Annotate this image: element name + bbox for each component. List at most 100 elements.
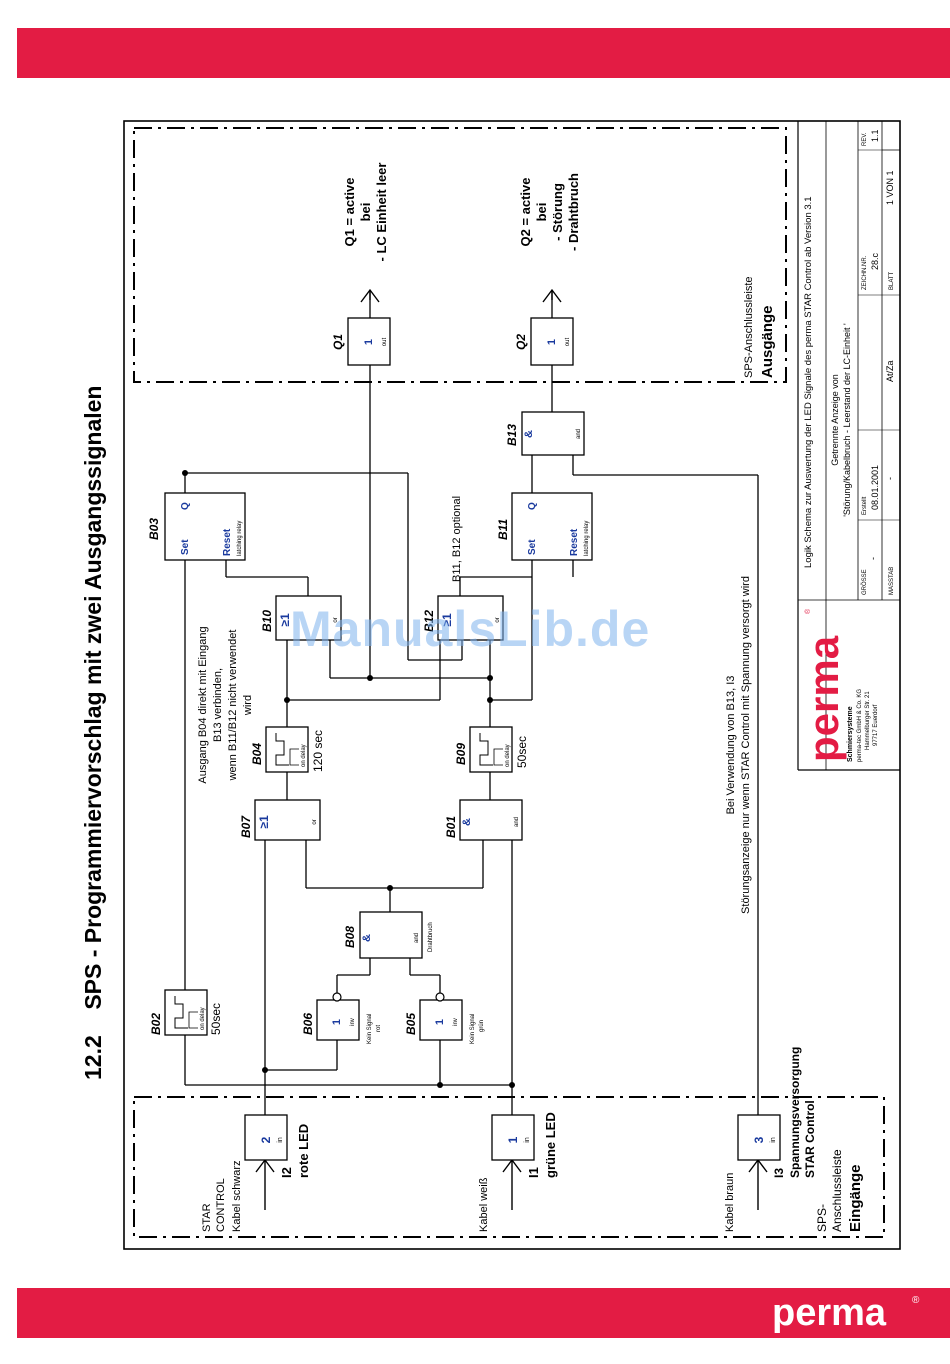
b04-time: 120 sec xyxy=(311,730,325,772)
b09-time: 50sec xyxy=(515,736,529,768)
b05-note-2: grün xyxy=(479,1020,485,1032)
tb-masstab-value: - xyxy=(885,477,895,480)
footer-logo-text: perma xyxy=(772,1292,887,1334)
output-block-q2: 1 out Q2 xyxy=(514,317,574,366)
b01-type: and xyxy=(514,817,520,827)
b02-time: 50sec xyxy=(209,1003,223,1035)
tb-company-2: perma-tec GmbH & Co. KG xyxy=(857,689,863,762)
b12-sym: ≥1 xyxy=(440,613,454,627)
b13-sym: & xyxy=(523,430,535,438)
star-control-label-2: CONTROL xyxy=(215,1178,227,1232)
input-arrows xyxy=(255,1158,768,1210)
inputs-panel-title-2: Anschlussleiste xyxy=(830,1149,844,1232)
b03-set: Set xyxy=(180,539,191,555)
output-arrows xyxy=(360,288,562,303)
tb-sub-2: 'Störung/Kabelbruch - Leerstand der LC-E… xyxy=(842,323,852,517)
b07-type: or xyxy=(312,819,318,824)
b05-note-1: Kein Signal xyxy=(470,1014,476,1044)
tb-company-3: Hammelburger Str. 21 xyxy=(865,691,871,750)
block-b03: Set Q Reset latching relay B03 xyxy=(147,492,246,561)
b10-sym: ≥1 xyxy=(278,613,292,627)
q2-out-text: out xyxy=(565,337,571,346)
b11-set: Set xyxy=(527,539,538,555)
tb-blatt-value: 1 VON 1 xyxy=(885,170,895,205)
i1-id: I1 xyxy=(526,1167,541,1178)
q1-desc-3: - LC Einheit leer xyxy=(374,163,389,262)
i2-in-text: in xyxy=(277,1137,284,1143)
b06-type: inv xyxy=(350,1018,356,1026)
b09-type: on delay xyxy=(505,744,511,767)
q1-num: 1 xyxy=(363,339,375,345)
block-b13: & and B13 xyxy=(505,411,585,456)
b08-type: and xyxy=(414,933,420,943)
wiring xyxy=(184,290,759,1115)
inputs-panel-title-1: SPS- xyxy=(815,1204,829,1232)
b13-id: B13 xyxy=(505,424,519,446)
block-b08: & and B08 Drahtbruch xyxy=(343,911,434,959)
i2-number: 2 xyxy=(259,1136,273,1143)
top-red-band xyxy=(17,28,950,78)
b05-id: B05 xyxy=(404,1013,418,1035)
input-block-i3: 3 in xyxy=(737,1114,781,1161)
q2-num: 1 xyxy=(546,339,558,345)
star-control-label-1: STAR xyxy=(201,1203,213,1232)
title-block: Logik Schema zur Auswertung der LED Sign… xyxy=(800,129,895,762)
tb-erstellt-value: 08.01.2001 xyxy=(870,465,880,510)
i2-id: I2 xyxy=(279,1167,294,1178)
input-block-i1: 1 in xyxy=(491,1114,535,1161)
company-logo-rotated: perma ® xyxy=(800,608,847,762)
block-b09: on delay B09 50sec xyxy=(454,726,529,773)
b11-type: latching relay xyxy=(584,521,590,556)
b10-type: or xyxy=(333,617,339,622)
q2-desc-3: - Störung xyxy=(550,183,565,241)
b06-note-1: Kein Signal xyxy=(367,1014,373,1044)
tb-logo-registered: ® xyxy=(804,608,812,614)
cable-white-label: Kabel weiß xyxy=(478,1177,490,1232)
b11-id: B11 xyxy=(496,519,510,540)
wire-junctions xyxy=(182,470,515,1088)
outputs-panel-title-2: Ausgänge xyxy=(759,305,776,378)
b08-id: B08 xyxy=(343,926,357,948)
q1-id: Q1 xyxy=(331,334,345,350)
tb-logo-text: perma xyxy=(800,635,847,762)
block-b07: ≥1 or B07 xyxy=(239,799,321,841)
perma-logo: perma ® xyxy=(772,1292,920,1334)
b10-id: B10 xyxy=(260,610,274,632)
b06-num: 1 xyxy=(331,1019,343,1025)
tb-sub-1: Getrennte Anzeige von xyxy=(830,374,840,466)
block-b05: 1 inv B05 Kein Signal grün xyxy=(404,992,485,1044)
i1-in-text: in xyxy=(524,1137,531,1143)
tb-rev-value: 1.1 xyxy=(870,129,880,142)
input-block-i2: 2 in xyxy=(244,1114,288,1161)
block-b01: & and B01 xyxy=(444,799,523,841)
b05-num: 1 xyxy=(434,1019,446,1025)
outputs-panel-title-1: SPS-Anschlussleiste xyxy=(743,277,755,379)
tb-rev-label: REV. xyxy=(862,132,868,146)
block-b02: on delay B02 50sec xyxy=(149,989,223,1036)
watermark: ManualsLib.de xyxy=(290,601,651,657)
tb-zeichn-label: ZEICHN.NR. xyxy=(862,255,868,290)
footer-logo-registered: ® xyxy=(912,1295,920,1306)
output-block-q1: 1 out Q1 xyxy=(331,317,391,366)
b13-note-1: Bei Verwendung von B13, I3 xyxy=(725,676,737,815)
q2-desc-4: - Drahtbruch xyxy=(566,173,581,251)
b04-note-2: B13 verbinden, xyxy=(212,668,224,742)
cable-brown-label: Kabel braun xyxy=(724,1173,736,1232)
q2-desc-1: Q2 = active xyxy=(518,177,533,246)
b03-reset: Reset xyxy=(222,528,233,556)
q2-id: Q2 xyxy=(514,334,528,350)
inputs-panel-title-3: Eingänge xyxy=(847,1164,864,1232)
i1-label: grüne LED xyxy=(543,1112,558,1178)
tb-erstellt-label: Erstellt xyxy=(862,496,868,515)
i2-label: rote LED xyxy=(296,1124,311,1178)
b11-q: Q xyxy=(527,502,538,510)
tb-blatt-label: BLATT xyxy=(889,271,895,290)
b04-type: on delay xyxy=(301,744,307,767)
b03-type: latching relay xyxy=(237,521,243,556)
b04-note-3: wenn B11/B12 nicht verwendet xyxy=(227,630,239,782)
i3-number: 3 xyxy=(752,1136,766,1143)
q1-desc-2: bei xyxy=(358,203,373,222)
i3-label-2: STAR Control xyxy=(803,1100,817,1178)
b01-sym: & xyxy=(461,818,473,826)
